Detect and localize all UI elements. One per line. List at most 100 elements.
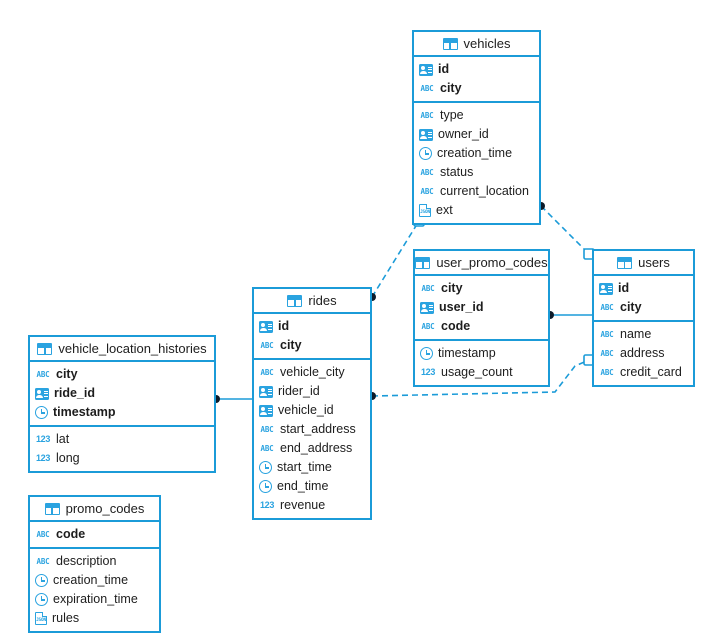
- relationship-vehicle-location-histories-to-rides[interactable]: [212, 395, 252, 403]
- abc-text-icon: ABC: [421, 283, 435, 293]
- column-name: id: [618, 281, 630, 296]
- column-name: start_address: [280, 422, 356, 437]
- column-name: id: [438, 62, 450, 77]
- table-header[interactable]: vehicles: [414, 32, 539, 57]
- column-name: rules: [52, 611, 80, 626]
- column-row[interactable]: expiration_time: [30, 590, 159, 609]
- column-row[interactable]: end_time: [254, 477, 370, 496]
- id-card-icon: [259, 320, 273, 333]
- column-name: city: [620, 300, 642, 315]
- column-name: ext: [436, 203, 453, 218]
- table-header[interactable]: rides: [254, 289, 370, 314]
- column-row[interactable]: rider_id: [254, 382, 370, 401]
- column-name: long: [56, 451, 80, 466]
- column-row[interactable]: id: [254, 317, 370, 336]
- column-row[interactable]: timestamp: [30, 403, 214, 422]
- column-name: usage_count: [441, 365, 513, 380]
- column-row[interactable]: ride_id: [30, 384, 214, 403]
- column-row[interactable]: ABC name: [594, 325, 693, 344]
- column-name: vehicle_id: [278, 403, 334, 418]
- column-row[interactable]: id: [414, 60, 539, 79]
- column-name: code: [441, 319, 471, 334]
- clock-icon: [259, 480, 272, 493]
- relationship-user-promo-codes-to-users[interactable]: [546, 311, 592, 319]
- column-row[interactable]: user_id: [415, 298, 548, 317]
- column-row[interactable]: id: [594, 279, 693, 298]
- abc-text-icon: ABC: [420, 83, 434, 93]
- table-header[interactable]: vehicle_location_histories: [30, 337, 214, 362]
- column-name: timestamp: [53, 405, 116, 420]
- number-123-icon: 123: [35, 434, 51, 444]
- column-row[interactable]: creation_time: [30, 571, 159, 590]
- relationship-line: [540, 205, 590, 255]
- relationship-line: [371, 220, 420, 298]
- column-name: start_time: [277, 460, 332, 475]
- column-row[interactable]: ABC city: [594, 298, 693, 317]
- column-name: status: [440, 165, 474, 180]
- column-row[interactable]: JSON rules: [30, 609, 159, 628]
- column-name: user_id: [439, 300, 484, 315]
- column-name: current_location: [440, 184, 529, 199]
- column-name: description: [56, 554, 117, 569]
- table-header[interactable]: users: [594, 251, 693, 276]
- id-card-icon: [599, 282, 613, 295]
- abc-text-icon: ABC: [600, 348, 614, 358]
- table-header[interactable]: promo_codes: [30, 497, 159, 522]
- clock-icon: [419, 147, 432, 160]
- clock-icon: [35, 406, 48, 419]
- column-name: rider_id: [278, 384, 320, 399]
- abc-text-icon: ABC: [600, 302, 614, 312]
- table-header[interactable]: user_promo_codes: [415, 251, 548, 276]
- table-title: user_promo_codes: [436, 255, 548, 270]
- table-grid-icon: [44, 502, 60, 515]
- column-row[interactable]: timestamp: [415, 344, 548, 363]
- column-name: creation_time: [437, 146, 513, 161]
- abc-text-icon: ABC: [420, 110, 434, 120]
- column-name: credit_card: [620, 365, 682, 380]
- abc-text-icon: ABC: [600, 329, 614, 339]
- column-row[interactable]: creation_time: [414, 144, 539, 163]
- clock-icon: [35, 574, 48, 587]
- json-icon: JSON: [35, 612, 47, 625]
- column-row[interactable]: start_time: [254, 458, 370, 477]
- column-row[interactable]: vehicle_id: [254, 401, 370, 420]
- id-card-icon: [419, 128, 433, 141]
- column-name: name: [620, 327, 652, 342]
- column-name: revenue: [280, 498, 326, 513]
- id-card-icon: [35, 387, 49, 400]
- column-row[interactable]: owner_id: [414, 125, 539, 144]
